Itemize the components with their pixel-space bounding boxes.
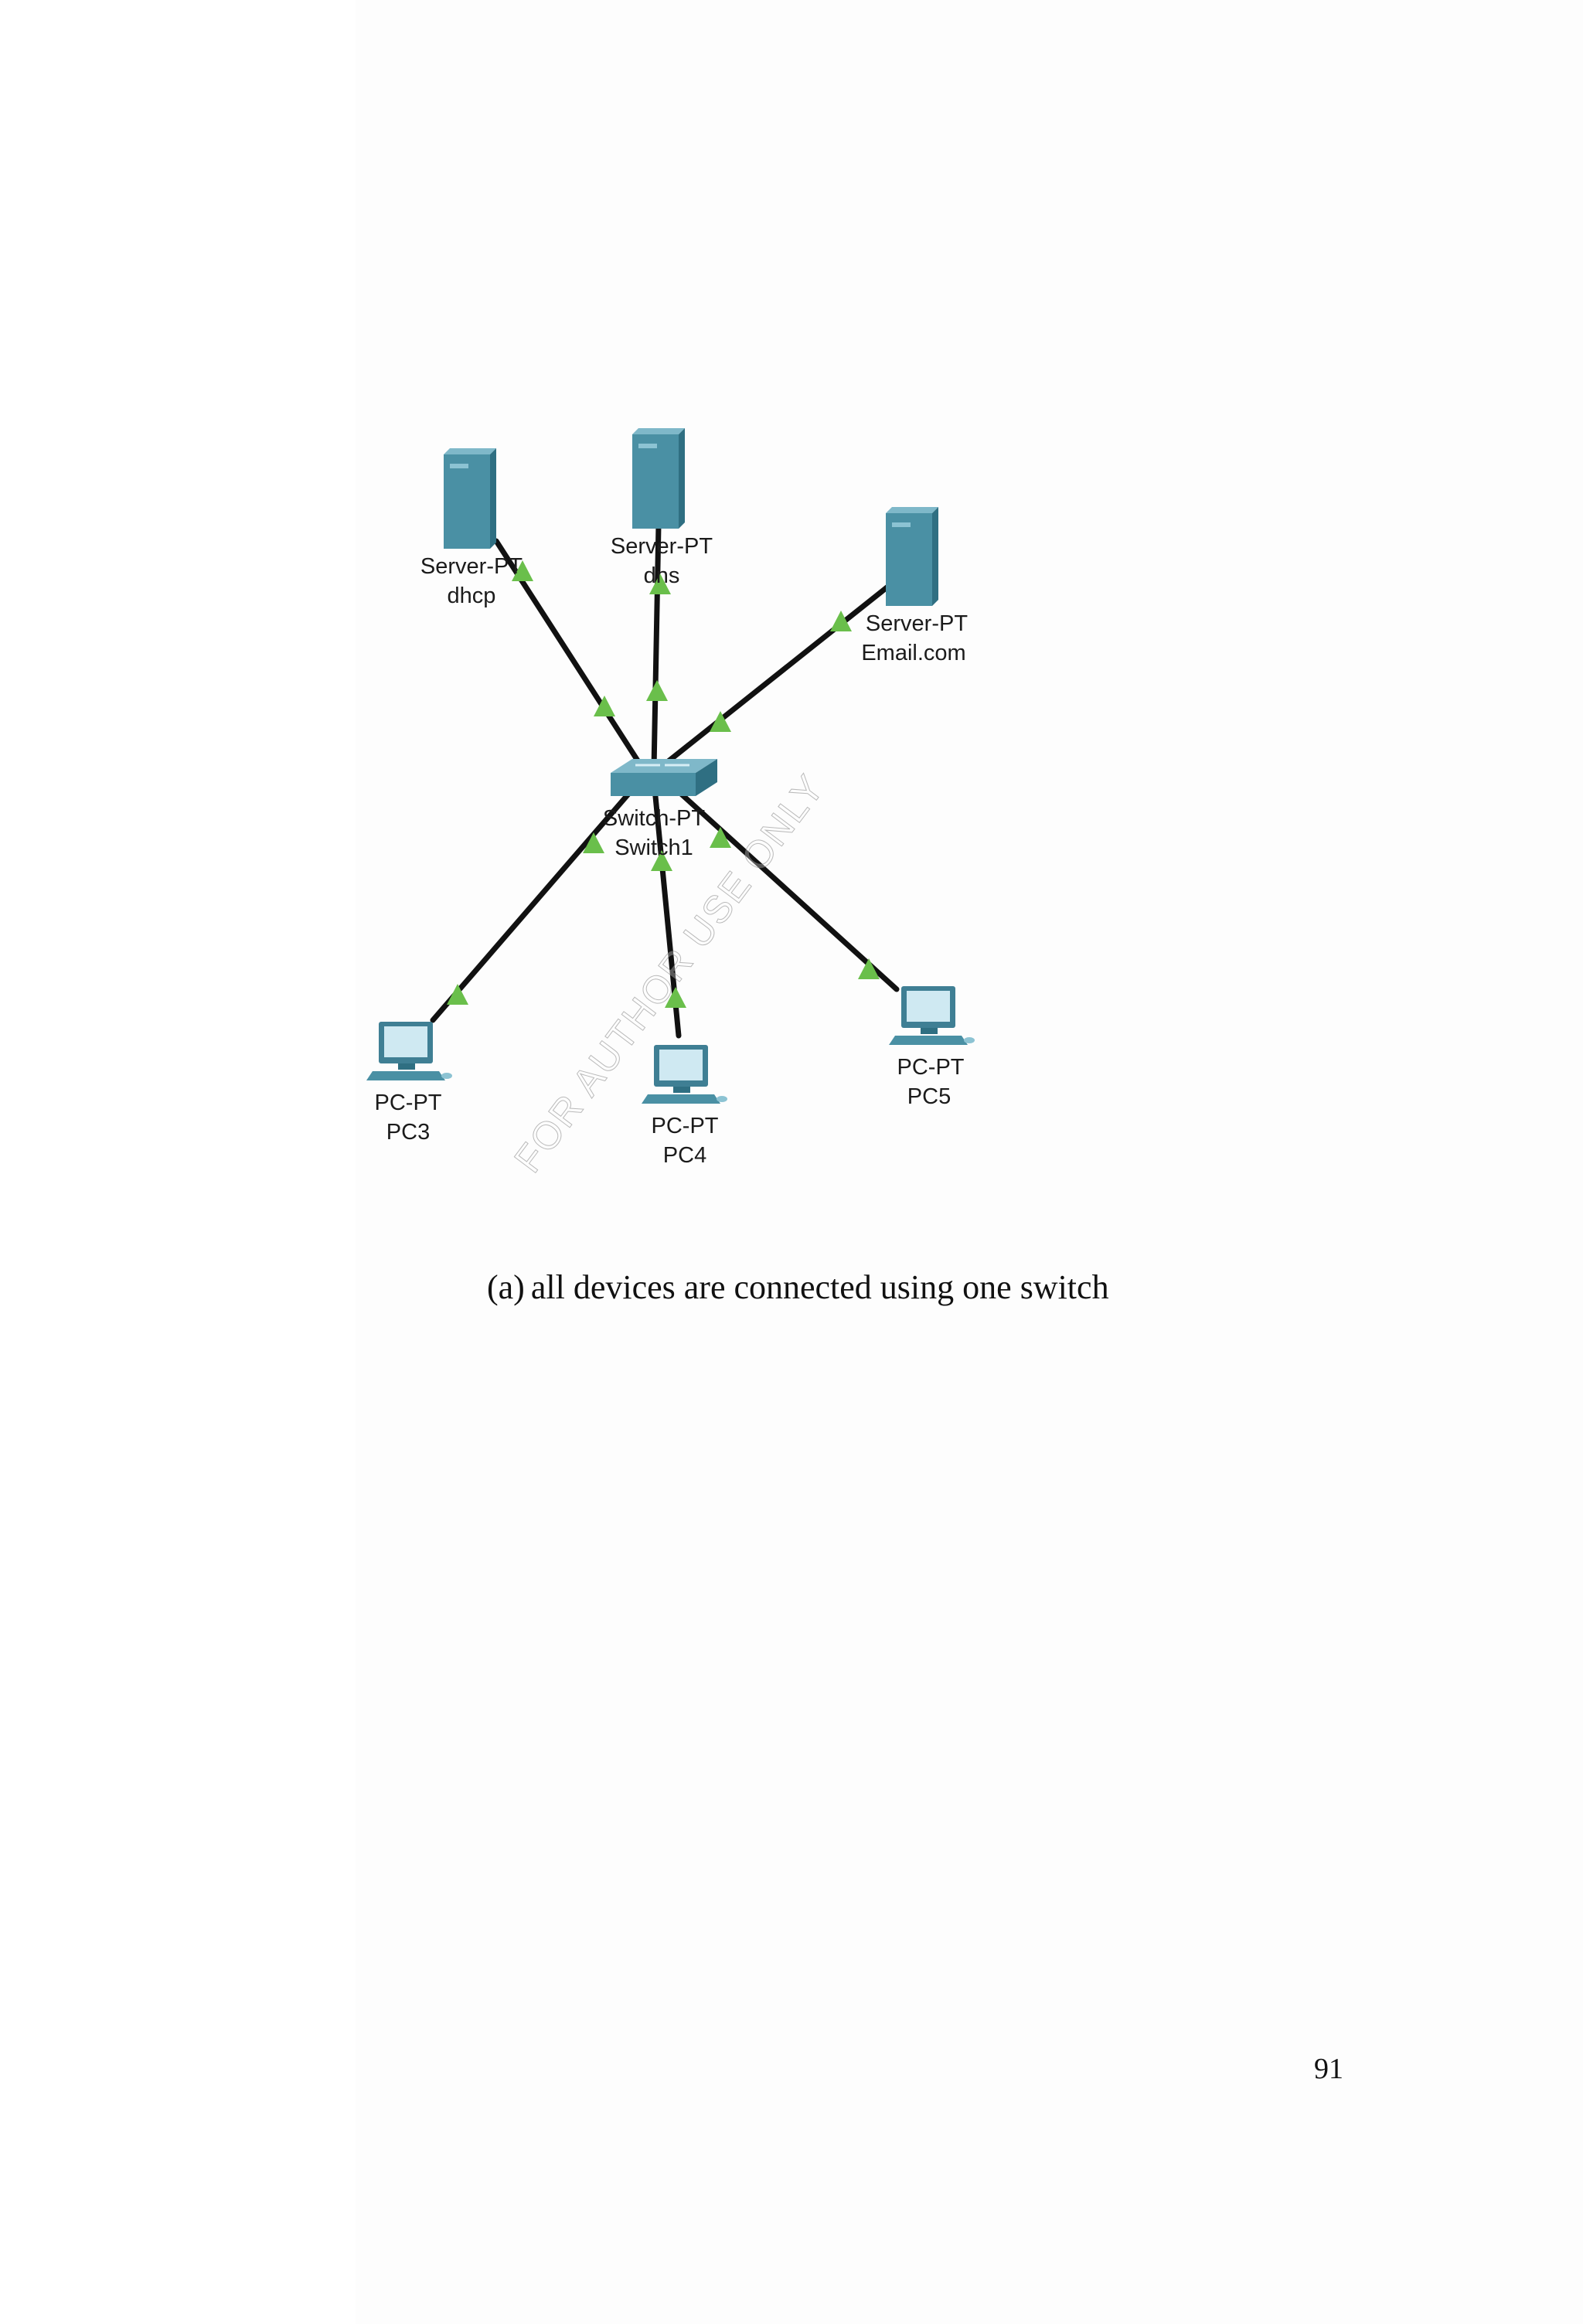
link-status-icon [830, 611, 852, 631]
link-status-icon [447, 984, 468, 1005]
link-switch-pc3 [430, 778, 643, 1023]
server-dhcp-icon [444, 448, 496, 549]
link-status-icon [512, 560, 533, 581]
switch-type-label: Switch-PT [603, 806, 705, 831]
page-number: 91 [1314, 2053, 1343, 2085]
switch-icon [611, 759, 717, 796]
server-email-name-label: Email.com [861, 641, 965, 665]
link-status-icon [649, 573, 671, 594]
link-status-indicators [447, 560, 880, 1008]
server-email-type-label: Server-PT [866, 611, 968, 636]
link-dns-switch [651, 522, 662, 772]
server-email-icon [886, 507, 938, 606]
server-dhcp-name-label: dhcp [448, 584, 496, 608]
link-status-icon [646, 680, 668, 701]
link-email-switch [655, 577, 900, 772]
figure-caption-text: all devices are connected using one swit… [530, 1268, 1109, 1306]
server-dhcp-type-label: Server-PT [420, 554, 523, 579]
page-background [356, 0, 1583, 2324]
figure-caption-tag: (a) [487, 1268, 525, 1306]
link-status-icon [594, 696, 615, 716]
pc3-name-label: PC3 [386, 1120, 430, 1145]
pc5-name-label: PC5 [907, 1084, 951, 1109]
pc4-name-label: PC4 [663, 1143, 706, 1168]
link-status-icon [710, 711, 731, 732]
switch-name-label: Switch1 [614, 835, 693, 860]
figure-caption: (a)all devices are connected using one s… [487, 1267, 1109, 1307]
server-dns-type-label: Server-PT [611, 534, 713, 559]
link-status-icon [710, 827, 731, 848]
link-status-icon [651, 850, 672, 871]
server-dns-icon [632, 428, 685, 529]
link-switch-pc5 [662, 776, 900, 992]
server-dns-name-label: dns [644, 563, 680, 588]
topology-diagram: Server-PT dhcp Server-PT dns Server-PT E… [366, 428, 975, 1168]
pc3-type-label: PC-PT [375, 1091, 442, 1115]
link-status-icon [858, 958, 880, 979]
pc4-type-label: PC-PT [652, 1114, 719, 1138]
link-status-icon [665, 987, 686, 1008]
link-status-icon [583, 832, 604, 853]
pc3-icon [366, 1022, 452, 1080]
network-topology-figure: Server-PT dhcp Server-PT dns Server-PT E… [356, 417, 989, 1190]
pc4-icon [642, 1045, 727, 1104]
pc5-type-label: PC-PT [897, 1055, 965, 1080]
pc5-icon [889, 986, 975, 1045]
